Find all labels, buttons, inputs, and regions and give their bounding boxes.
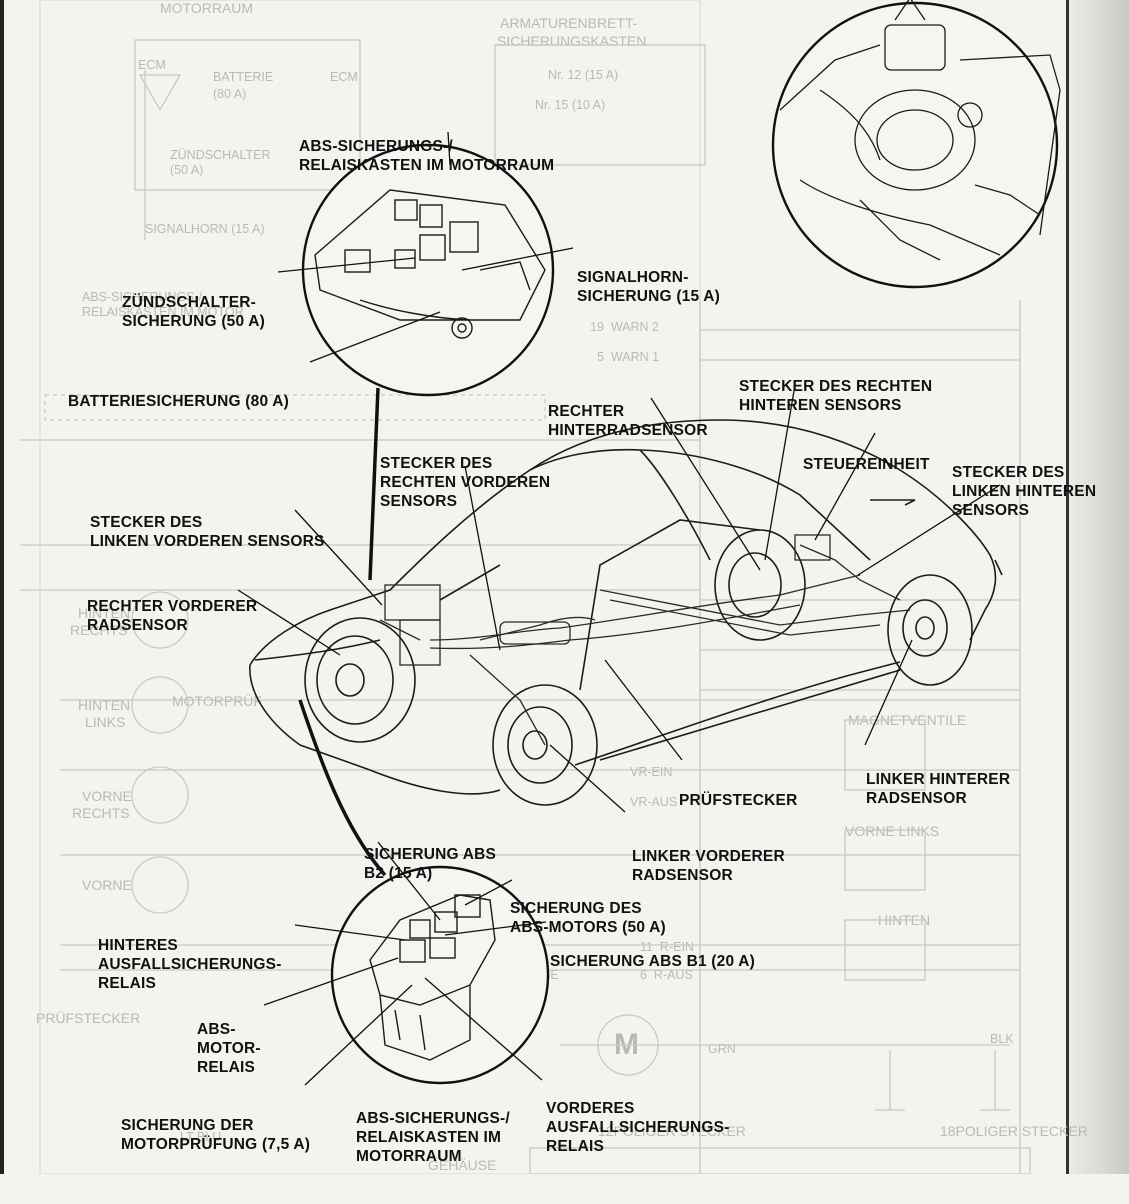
bg-armaturen: ARMATURENBRETT- bbox=[500, 15, 638, 31]
label-abs-box-top: ABS-SICHERUNGS-/RELAISKASTEN IM MOTORRAU… bbox=[299, 138, 555, 174]
bottom-fuse-box bbox=[369, 894, 496, 1061]
bg-batterie-a: (80 A) bbox=[213, 87, 247, 101]
label-batteriesicherung: BATTERIESICHERUNG (80 A) bbox=[68, 393, 289, 410]
car-outline bbox=[249, 419, 1003, 795]
bg-zuendschalter-a: (50 A) bbox=[170, 163, 204, 177]
bg-hinten-links-1: HINTEN bbox=[78, 697, 131, 713]
bg-vr-ein: VR-EIN bbox=[630, 765, 673, 779]
bg-relaiskasten: RELAISKASTEN IM MOTOR bbox=[82, 305, 244, 319]
right-harness-detail bbox=[779, 0, 1061, 261]
wheels bbox=[304, 529, 973, 806]
bg-vorne-rechts-2: RECHTS bbox=[72, 805, 130, 821]
label-zuendschalter-sicherung: ZÜNDSCHALTER-SICHERUNG (50 A) bbox=[122, 294, 266, 330]
bg-nr12: Nr. 12 (15 A) bbox=[548, 68, 619, 82]
label-sicherung-abs-b1: SICHERUNG ABS B1 (20 A) bbox=[550, 953, 755, 970]
bg-blk: BLK bbox=[990, 1032, 1014, 1046]
bg-ltblu: LT BLU bbox=[180, 1130, 222, 1144]
top-relay-box bbox=[314, 189, 546, 339]
label-steuereinheit: STEUEREINHEIT bbox=[803, 456, 930, 473]
bg-batterie: BATTERIE bbox=[213, 70, 274, 84]
leader-lines bbox=[237, 131, 1001, 1086]
frame-left-border bbox=[0, 0, 4, 1174]
bg-r-aus: 6 R-AUS bbox=[640, 968, 693, 982]
bg-motorraum: MOTORRAUM bbox=[160, 0, 254, 16]
bg-hinten-rechts-1: HINTEN bbox=[78, 605, 131, 621]
bg-r-ein: 11 R-EIN bbox=[640, 940, 694, 954]
bg-stecker18: 18POLIGER STECKER bbox=[940, 1123, 1088, 1139]
bg-gehaeuse: GEHÄUSE bbox=[428, 1157, 497, 1173]
label-abs-motor-relais: ABS-MOTOR-RELAIS bbox=[197, 1021, 261, 1076]
bg-vorne-rechts-1: VORNE bbox=[82, 788, 132, 804]
scan-page-edge bbox=[1069, 0, 1129, 1174]
bg-hinten-links-2: LINKS bbox=[85, 714, 126, 730]
frame-right-border bbox=[1066, 0, 1069, 1174]
bg-signalhorn: SIGNALHORN (15 A) bbox=[145, 222, 265, 236]
diagram-artwork bbox=[20, 0, 1061, 1174]
bg-ecm-left: ECM bbox=[138, 58, 166, 72]
right-detail-circle bbox=[771, 1, 1059, 289]
diagram-page: MOTORRAUM BATTERIE (80 A) ECM ECM ZÜNDSC… bbox=[0, 0, 1129, 1174]
bg-hinten-rechts-2: RECHTS bbox=[70, 622, 128, 638]
bg-stecker12: 12POLIGER STECKER bbox=[598, 1123, 746, 1139]
bg-zuendschalter: ZÜNDSCHALTER bbox=[170, 148, 271, 162]
bg-ecm-right: ECM bbox=[330, 70, 358, 84]
bg-vr-aus: VR-AUS bbox=[630, 795, 678, 809]
bg-nr15: Nr. 15 (10 A) bbox=[535, 98, 606, 112]
background-schematic bbox=[20, 0, 1031, 1174]
bg-vorne-1: VORNE bbox=[82, 877, 132, 893]
label-pruefstecker: PRÜFSTECKER bbox=[679, 792, 798, 809]
brake-lines bbox=[379, 534, 911, 746]
label-signalhorn-sicherung: SIGNALHORN-SICHERUNG (15 A) bbox=[577, 269, 721, 305]
detail-connectors bbox=[298, 387, 387, 877]
bg-warn1: 5 WARN 1 bbox=[597, 350, 660, 364]
bg-pruefstecker: PRÜFSTECKER bbox=[36, 1010, 141, 1026]
bg-abs-sich: ABS-SICHERUNGS-/ bbox=[82, 290, 203, 304]
bg-motorpruef: MOTORPRÜF bbox=[172, 693, 262, 709]
bg-vorne-links: VORNE LINKS bbox=[845, 823, 940, 839]
bg-warn2: 19 WARN 2 bbox=[590, 320, 660, 334]
bottom-detail-circle bbox=[330, 865, 550, 1085]
